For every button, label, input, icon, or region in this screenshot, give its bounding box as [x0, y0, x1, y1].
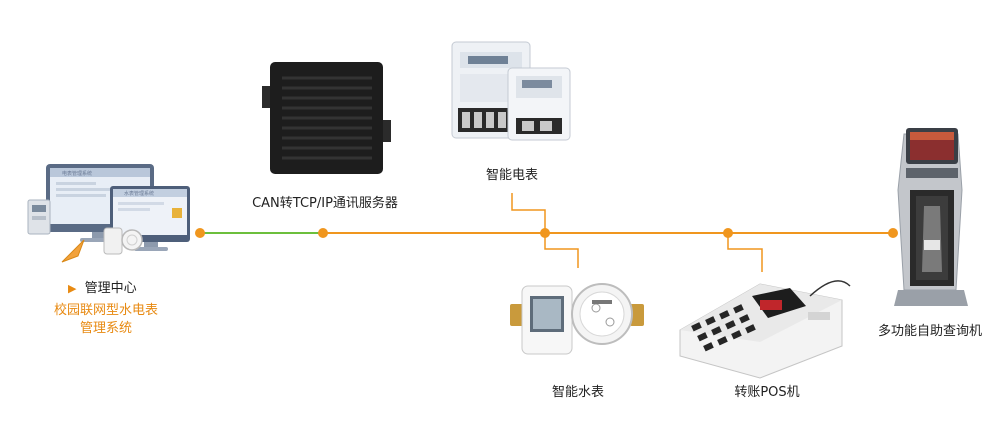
junction-dot-kiosk: [888, 228, 898, 238]
smart-meter-illustration: [451, 41, 571, 141]
play-arrow-icon: ▶: [68, 282, 77, 295]
branch-line-smart-meter: [511, 193, 546, 233]
kiosk-illustration: [894, 128, 968, 306]
branch-line-pos: [727, 233, 763, 272]
branch-line-water-meter: [544, 233, 579, 268]
management-center-text: 管理中心: [84, 281, 137, 296]
water-meter-label: 智能水表: [551, 385, 605, 400]
monitor-back-title: 电表管理系统: [62, 170, 92, 177]
management-system-line2: 管理系统: [79, 321, 133, 336]
junction-dot-meters: [540, 228, 550, 238]
junction-dot-management: [195, 228, 205, 238]
can-server-illustration: [262, 62, 391, 174]
can-server-label: CAN转TCP/IP通讯服务器: [252, 196, 398, 211]
monitor-front-title: 水表管理系统: [124, 190, 154, 197]
pos-machine-illustration: [679, 280, 851, 379]
management-system-line1: 校园联网型水电表: [53, 303, 159, 318]
management-center-label: ▶ 管理中心: [68, 277, 137, 296]
pos-machine-label: 转账POS机: [734, 385, 800, 400]
junction-dot-pos: [723, 228, 733, 238]
junction-dot-server: [318, 228, 328, 238]
management-monitors-illustration: 电表管理系统 水表管理系统: [27, 164, 190, 263]
kiosk-label: 多功能自助查询机: [877, 324, 983, 339]
water-meter-illustration: [510, 283, 644, 355]
smart-meter-label: 智能电表: [485, 168, 539, 183]
